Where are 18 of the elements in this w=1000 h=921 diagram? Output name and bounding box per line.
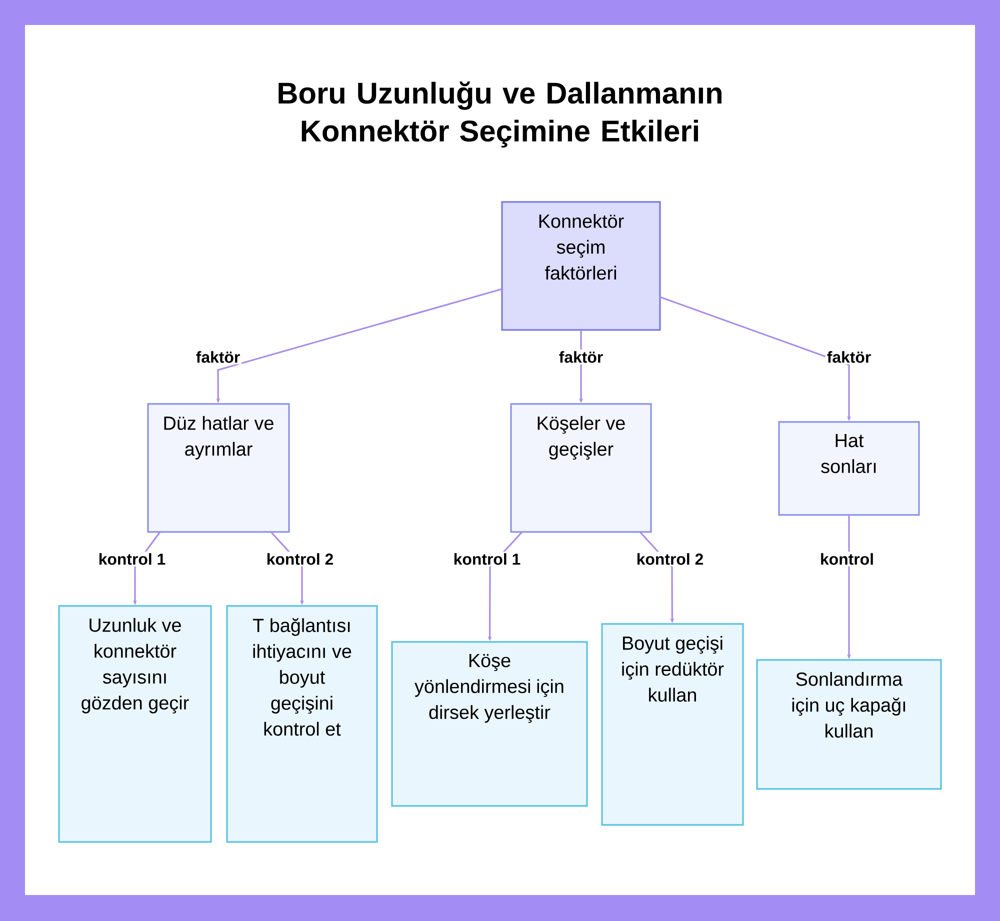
edge-label: kontrol 1 xyxy=(452,552,522,566)
title: Boru Uzunluğu ve Dallanmanın Konnektör Seçimine Etkileri xyxy=(278,82,722,148)
action-box: Sonlandırma için uç kapağı kullan xyxy=(756,659,942,790)
action-box: Köşe yönlendirmesi için dirsek yerleştir xyxy=(391,641,588,807)
action-box: Boyut geçişi için redüktör kullan xyxy=(601,623,744,826)
edge-label: kontrol 1 xyxy=(96,552,168,566)
action-box: Uzunluk ve konnektör sayısını gözden geçir xyxy=(58,605,212,843)
category-box: Hat sonları xyxy=(778,421,920,516)
edge-label: kontrol 2 xyxy=(634,552,706,566)
category-box: Köşeler ve geçişler xyxy=(510,403,652,533)
root-box: Konnektör seçim faktörleri xyxy=(501,201,661,331)
edge-label: faktör xyxy=(825,350,873,364)
action-box: T bağlantısı ihtiyacını ve boyut geçişini kontrol et xyxy=(226,605,378,843)
edge-label: kontrol 2 xyxy=(264,552,336,566)
edge-label: faktör xyxy=(194,350,242,364)
edge-label: faktör xyxy=(557,350,605,364)
edge-label: kontrol xyxy=(818,552,876,566)
category-box: Düz hatlar ve ayrımlar xyxy=(147,403,290,533)
